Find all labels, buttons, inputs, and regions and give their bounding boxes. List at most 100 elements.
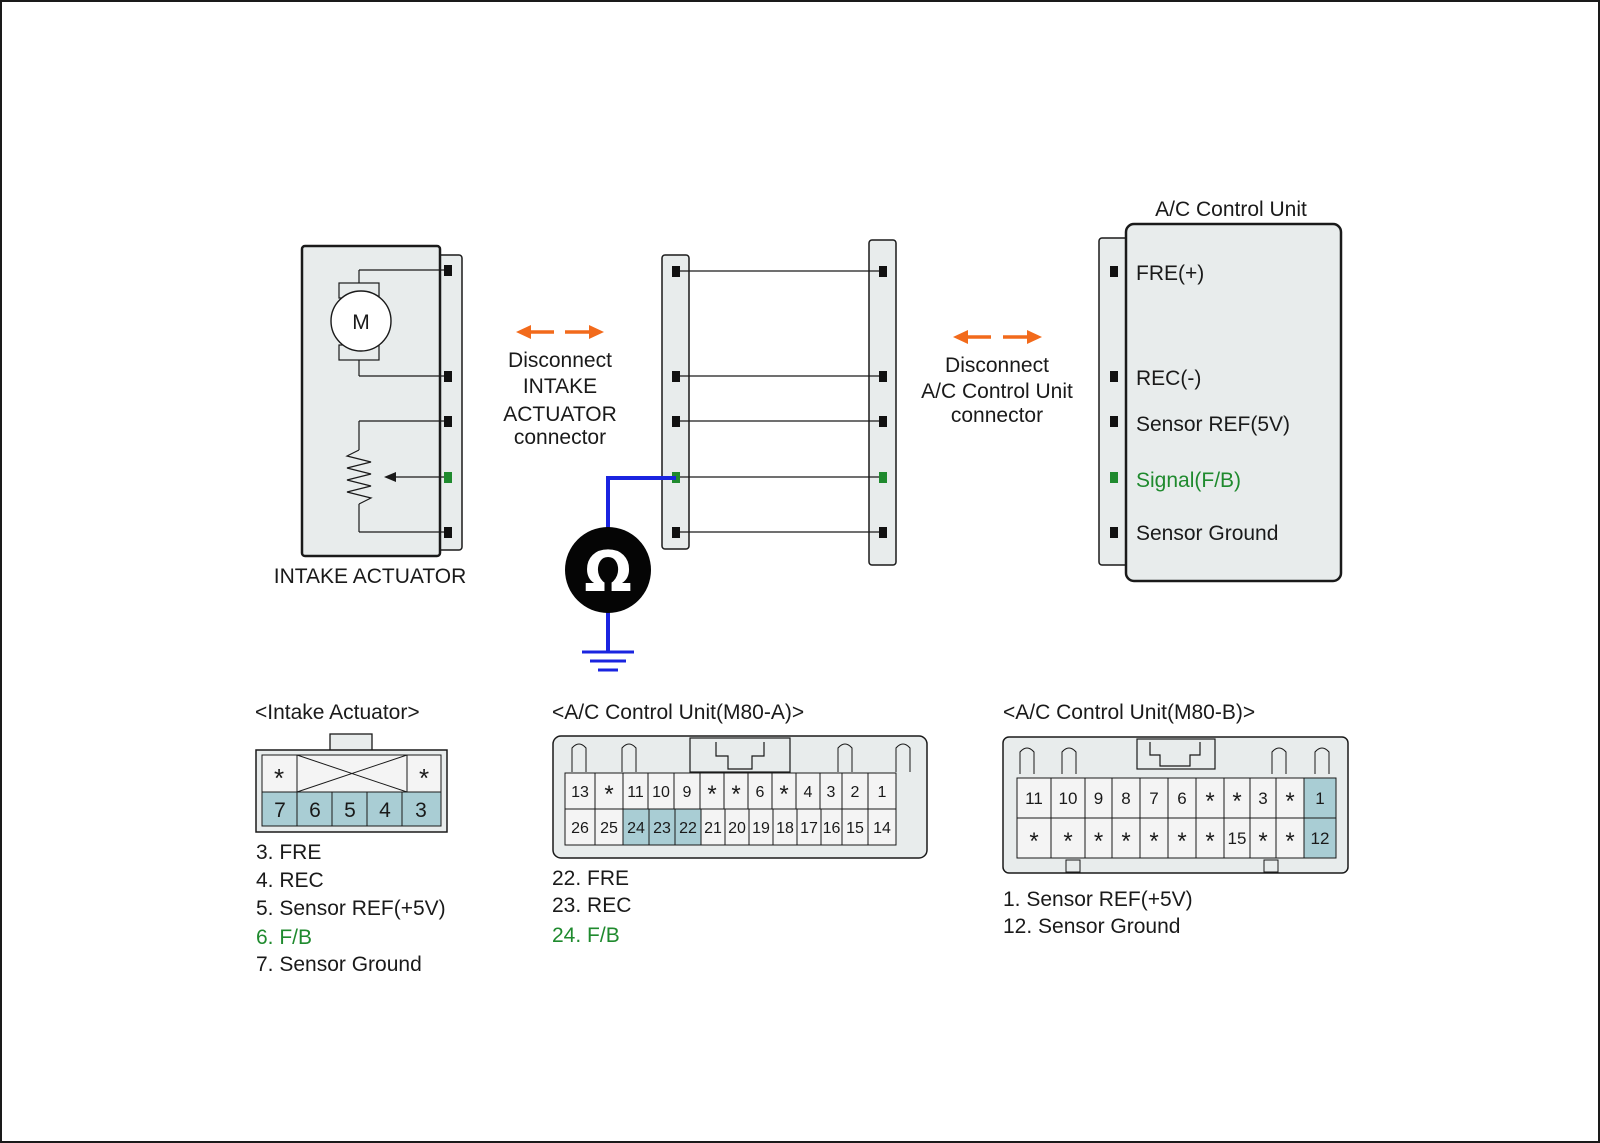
legend-line: 6. F/B [256,926,312,949]
pin-cell: * [1285,788,1294,815]
pin-cell-box [1195,817,1225,859]
pin-cell-box [594,772,624,810]
pin-cell: 18 [776,820,794,837]
pin-cell-box [748,808,774,846]
pin-cell: * [1232,788,1241,815]
pin-cell-box [1167,817,1197,859]
note-line: ACTUATOR [503,403,617,426]
pin-cell-box [1139,817,1169,859]
pin-cell: 13 [571,784,589,801]
pin-cell: 3 [415,799,427,822]
ohmmeter: Ω [565,476,676,672]
pin-cell: 24 [627,820,645,837]
legend-line: 4. REC [256,869,324,892]
legend-line: 22. FRE [552,867,629,890]
pin-cell: 14 [873,820,891,837]
pin-cell: * [707,781,716,808]
pin-cell: 6 [756,784,765,801]
pin-cell-box [867,808,897,846]
pin-cell: 17 [800,820,818,837]
m80a-connector-title: <A/C Control Unit(M80-A)> [552,701,804,724]
terminal-fre: FRE(+) [1136,262,1204,285]
control-unit-title: A/C Control Unit [1155,198,1307,221]
legend-line: 3. FRE [256,841,321,864]
pin-cell: * [1285,828,1294,855]
pin-cell: * [1205,828,1214,855]
m80b-bottom-row: *******15**12 [1016,817,1337,859]
pin-cell-box [867,772,897,810]
pin-cell: * [1094,828,1103,855]
pin-cell-box [1223,817,1251,859]
motor-label: M [352,311,370,334]
pin-cell-box [747,772,773,810]
pin-cell: 3 [1258,789,1267,808]
legend-line: 1. Sensor REF(+5V) [1003,888,1193,911]
pin-cell: 10 [652,784,670,801]
control-unit-housing [1124,222,1343,583]
pin-cell: 25 [600,820,618,837]
pin-cell: 4 [379,799,391,822]
pin-cell: 9 [1094,789,1103,808]
pin-cell-box [771,772,797,810]
pin-cell: 19 [752,820,770,837]
intake-pin-row: 7 6 5 4 3 [261,791,442,827]
pin-cell: 15 [846,820,864,837]
disconnect-control-unit-note: Disconnect A/C Control Unit connector [921,354,1073,427]
terminal-signal: Signal(F/B) [1136,469,1241,492]
pin-cell: 20 [728,820,746,837]
disconnect-arrow-left [516,325,604,339]
actuator-pin-signal [444,472,452,483]
m80a-legend: 22. FRE 23. REC 24. F/B [552,867,631,947]
pin-cell-box [1084,817,1113,859]
pin-cell-box [594,808,624,846]
actuator-pin [444,371,452,382]
pin-cell: 1 [1315,789,1324,808]
terminal-sensor-ref: Sensor REF(5V) [1136,413,1290,436]
note-line: connector [514,426,606,449]
disconnect-intake-note: Disconnect INTAKE ACTUATOR connector [503,349,617,449]
pin-cell: * [419,763,429,793]
pin-cell: 6 [309,799,321,822]
potentiometer-icon [345,449,373,505]
legend-line: 12. Sensor Ground [1003,915,1180,938]
pin-cell-box [1303,817,1337,859]
m80b-connector-title: <A/C Control Unit(M80-B)> [1003,701,1255,724]
pin-cell-box [1111,817,1141,859]
pin-cell: * [1063,828,1072,855]
pin-cell: 16 [823,820,841,837]
pin-cell-box [723,772,749,810]
pin-cell: * [1029,828,1038,855]
legend-line: 5. Sensor REF(+5V) [256,897,446,920]
pin-cell: * [731,781,740,808]
pin-cell: 5 [344,799,356,822]
note-line: connector [951,404,1043,427]
pin-cell-box [841,772,869,810]
pin-cell-box [796,808,822,846]
pin-cell-box [1016,777,1052,819]
intake-actuator: M INTAKE ACTUATOR [274,244,466,588]
pin-cell-box [1249,777,1277,819]
note-line: INTAKE [523,375,597,398]
pin-cell: 10 [1059,789,1078,808]
actuator-pin [444,416,452,427]
ohm-symbol: Ω [584,540,632,605]
actuator-pin [444,265,452,276]
actuator-pin [444,527,452,538]
pin-cell: * [779,781,788,808]
note-line: Disconnect [508,349,612,372]
pin-cell: 3 [827,784,836,801]
intake-legend: 3. FRE 4. REC 5. Sensor REF(+5V) 6. F/B … [256,841,446,976]
pin-cell-box [622,808,650,846]
pin-cell-box [724,808,750,846]
pin-cell-box [674,808,702,846]
pin-cell: 21 [704,820,722,837]
disconnect-arrow-right [953,330,1042,344]
pin-cell-box [673,772,701,810]
pin-cell: * [1258,828,1267,855]
pin-cell: * [604,781,613,808]
